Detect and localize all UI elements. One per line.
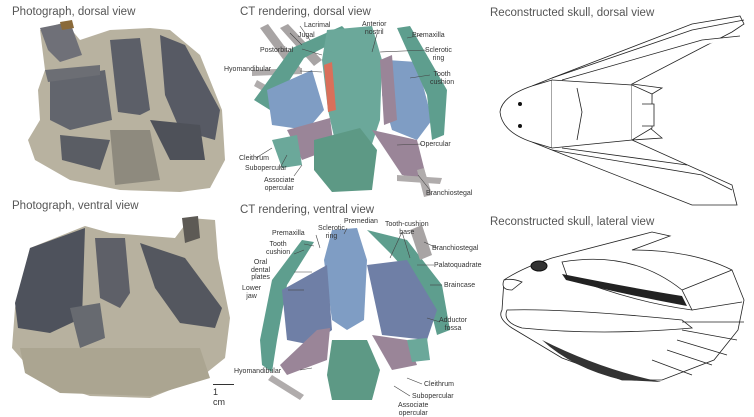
label-associate-opercular: Associate opercular bbox=[264, 177, 295, 192]
ct-render-ventral bbox=[260, 225, 450, 400]
label-premedian: Premedian bbox=[344, 218, 378, 225]
label-oral-dental-plates: Oral dental plates bbox=[251, 259, 271, 281]
recon-lateral-panel: Reconstructed skull, lateral view bbox=[482, 210, 754, 402]
label-cleithrum: Cleithrum bbox=[239, 155, 269, 162]
label-palatoquadrate: Palatoquadrate bbox=[434, 262, 482, 269]
label-sclerotic-ring: Sclerotic ring bbox=[425, 47, 452, 62]
label-subopercular: Subopercular bbox=[412, 393, 454, 400]
label-jugal: Jugal bbox=[298, 32, 315, 39]
label-hyomandibular: Hyomandibular bbox=[234, 368, 282, 375]
fossil-photo-dorsal bbox=[28, 20, 225, 192]
label-associate-opercular: Associate opercular bbox=[398, 402, 429, 417]
photo-dorsal-panel: Photograph, dorsal view bbox=[0, 0, 232, 198]
label-subopercular: Subopercular bbox=[245, 165, 287, 172]
ct-render-dorsal bbox=[252, 24, 447, 197]
label-lower-jaw: Lower jaw bbox=[242, 285, 262, 300]
label-anterior-nostril: Anterior nostril bbox=[362, 21, 387, 36]
label-cleithrum: Cleithrum bbox=[424, 381, 454, 388]
photo-ventral-panel: Photograph, ventral view 1 cm bbox=[0, 198, 234, 407]
label-adductor-fossa: Adductor fossa bbox=[439, 317, 468, 332]
label-tooth-cushion: Tooth cushion bbox=[266, 241, 291, 256]
panel-title: Reconstructed skull, dorsal view bbox=[490, 7, 655, 19]
label-premaxilla: Premaxilla bbox=[272, 230, 305, 237]
label-braincase: Braincase bbox=[444, 282, 476, 289]
label-tooth-cushion: Tooth cushion bbox=[430, 71, 455, 86]
panel-title: Photograph, ventral view bbox=[12, 200, 139, 212]
skull-drawing-lateral bbox=[500, 231, 745, 382]
ct-ventral-panel: CT rendering, ventral view bbox=[232, 200, 482, 417]
fossil-photo-ventral bbox=[12, 216, 230, 398]
skull-drawing-dorsal bbox=[499, 15, 745, 206]
label-branchiostegal: Branchiostegal bbox=[432, 245, 479, 252]
panel-title: Reconstructed skull, lateral view bbox=[490, 216, 655, 228]
label-tooth-cushion-base: Tooth-cushion base bbox=[385, 221, 429, 236]
label-premaxilla: Premaxilla bbox=[412, 32, 445, 39]
label-lacrimal: Lacrimal bbox=[304, 22, 331, 29]
ct-dorsal-panel: CT rendering, dorsal view bbox=[224, 0, 482, 200]
label-opercular: Opercular bbox=[420, 141, 451, 148]
label-hyomandibular: Hyomandibular bbox=[224, 66, 272, 73]
label-postorbital: Postorbital bbox=[260, 47, 294, 54]
scale-bar-line bbox=[213, 384, 234, 385]
scale-bar-label: 1 cm bbox=[213, 387, 225, 407]
panel-title: CT rendering, dorsal view bbox=[240, 6, 371, 18]
label-sclerotic-ring: Sclerotic ring bbox=[318, 225, 345, 240]
recon-dorsal-panel: Reconstructed skull, dorsal view bbox=[482, 0, 754, 210]
panel-title: CT rendering, ventral view bbox=[240, 204, 375, 216]
panel-title: Photograph, dorsal view bbox=[12, 6, 136, 18]
label-branchiostegal: Branchiostegal bbox=[426, 190, 473, 197]
